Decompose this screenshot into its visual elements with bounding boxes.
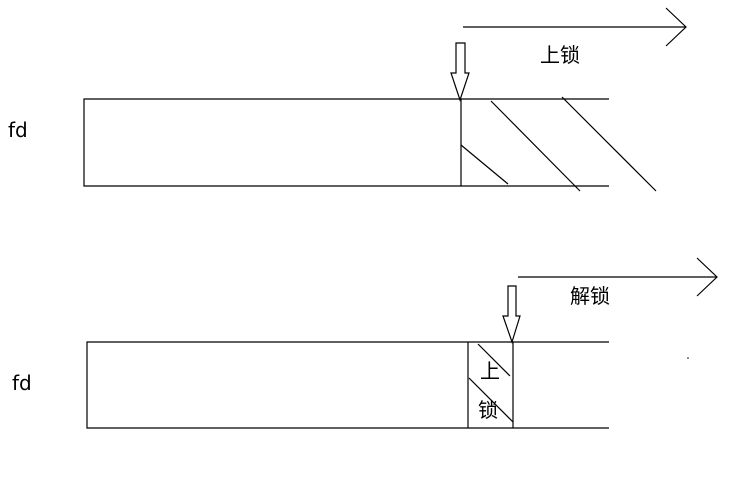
top-position-arrow [450, 42, 470, 102]
bottom-file-bar [86, 341, 609, 429]
top-direction-arrow-head [665, 7, 687, 47]
bottom-locked-char-1: 上 [480, 359, 500, 383]
bottom-locked-char-2: 锁 [478, 398, 498, 422]
stray-dot [687, 357, 689, 359]
bottom-position-arrow [502, 285, 521, 344]
bottom-direction-arrow-head [696, 257, 718, 297]
bottom-fd-label: fd [12, 371, 32, 395]
top-locked-region-hatch [460, 96, 657, 192]
top-file-bar [83, 98, 609, 187]
top-lock-section: fd 上锁 [8, 7, 687, 192]
bottom-locked-block-hatch [468, 343, 514, 423]
bottom-unlock-section: fd 上 锁 解锁 [12, 257, 718, 429]
top-arrow-label: 上锁 [540, 43, 580, 67]
bottom-arrow-label: 解锁 [570, 284, 610, 308]
top-fd-label: fd [8, 118, 28, 142]
